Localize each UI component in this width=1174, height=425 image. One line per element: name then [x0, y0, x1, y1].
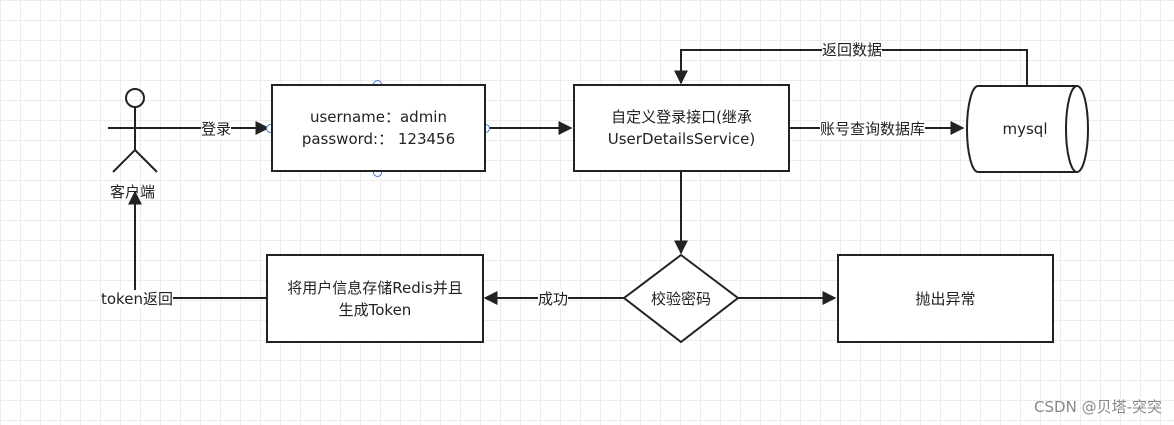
throw-exception-box[interactable]: 抛出异常 — [837, 254, 1054, 343]
edge-label-return-data: 返回数据 — [822, 41, 883, 59]
credentials-box[interactable]: username：admin password:： 123456 — [271, 84, 486, 172]
login-api-box[interactable]: 自定义登录接口(继承 UserDetailsService) — [573, 84, 790, 172]
actor-label: 客户端 — [110, 183, 156, 201]
edge-label-login: 登录 — [201, 120, 232, 138]
login-api-line1: 自定义登录接口(继承 — [611, 108, 752, 126]
credentials-username: username：admin — [309, 108, 447, 126]
store-redis-line1: 将用户信息存储Redis并且 — [287, 278, 463, 297]
check-password-label: 校验密码 — [650, 289, 711, 308]
edge-label-query-db: 账号查询数据库 — [820, 120, 926, 138]
check-password-diamond — [622, 253, 740, 344]
login-api-line2: UserDetailsService) — [607, 130, 756, 148]
throw-exception-label: 抛出异常 — [915, 289, 976, 308]
actor-figure — [108, 88, 162, 173]
store-redis-box[interactable]: 将用户信息存储Redis并且 生成Token — [266, 254, 484, 343]
store-redis-line2: 生成Token — [338, 300, 412, 319]
edge-label-token-return: token返回 — [101, 290, 173, 308]
mysql-cylinder — [966, 85, 1089, 173]
edge-label-success: 成功 — [538, 290, 569, 308]
watermark: CSDN @贝塔-突突 — [1034, 398, 1162, 416]
mysql-label: mysql — [1002, 120, 1048, 138]
edge-token-return — [128, 190, 266, 299]
credentials-password: password:： 123456 — [301, 130, 456, 148]
